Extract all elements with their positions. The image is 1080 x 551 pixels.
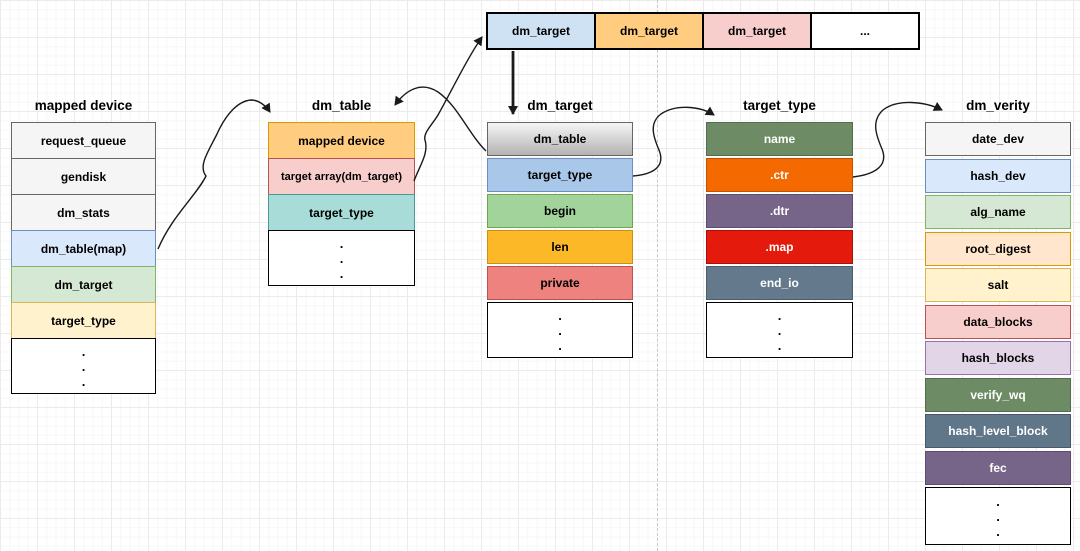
ellipsis-dot: . bbox=[778, 323, 782, 338]
arrow-dmtablemap-to-dmtable bbox=[158, 100, 270, 249]
ellipsis-dot: . bbox=[340, 266, 344, 281]
dm-target-array-row: dm_targetdm_targetdm_target... bbox=[486, 12, 920, 50]
ellipsis-box-dm-table: ... bbox=[268, 230, 415, 286]
field-row-mapped-device: mapped device bbox=[268, 122, 415, 159]
column-title-target-type: target_type bbox=[706, 94, 853, 116]
field-row-hash-dev: hash_dev bbox=[925, 159, 1071, 193]
field-row-dtr: .dtr bbox=[706, 194, 853, 228]
field-row-map: .map bbox=[706, 230, 853, 264]
ellipsis-dot: . bbox=[778, 338, 782, 353]
ellipsis-box-target-type: ... bbox=[706, 302, 853, 358]
field-row-data-blocks: data_blocks bbox=[925, 305, 1071, 339]
field-row-date-dev: date_dev bbox=[925, 122, 1071, 156]
struct-column-dm-target: dm_target dm_tabletarget_typebeginlenpriv… bbox=[487, 94, 633, 358]
arrow-targetarray-to-dmtarget-array bbox=[414, 37, 482, 181]
field-row-fec: fec bbox=[925, 451, 1071, 485]
field-row-target-type: target_type bbox=[487, 158, 633, 192]
ellipsis-dot: . bbox=[558, 308, 562, 323]
ellipsis-dot: . bbox=[82, 374, 86, 389]
struct-column-dm-verity: dm_verity date_devhash_devalg_nameroot_di… bbox=[925, 94, 1071, 545]
field-row-dm-table-map: dm_table(map) bbox=[11, 230, 156, 267]
column-title-dm-verity: dm_verity bbox=[925, 94, 1071, 116]
field-row-gendisk: gendisk bbox=[11, 158, 156, 195]
ellipsis-dot: . bbox=[996, 524, 1000, 539]
ellipsis-box-mapped-device: ... bbox=[11, 338, 156, 394]
field-row-begin: begin bbox=[487, 194, 633, 228]
struct-column-target-type: target_typename.ctr.dtr.mapend_io... bbox=[706, 94, 853, 358]
field-row-hash-blocks: hash_blocks bbox=[925, 341, 1071, 375]
ellipsis-dot: . bbox=[996, 509, 1000, 524]
ellipsis-dot: . bbox=[558, 323, 562, 338]
field-row-hash-level-block: hash_level_block bbox=[925, 414, 1071, 448]
array-cell-3: ... bbox=[810, 12, 920, 50]
struct-column-mapped-device: mapped device request_queuegendiskdm_stat… bbox=[11, 94, 156, 394]
ellipsis-dot: . bbox=[340, 251, 344, 266]
array-cell-2: dm_target bbox=[702, 12, 812, 50]
field-row-ctr: .ctr bbox=[706, 158, 853, 192]
ellipsis-dot: . bbox=[340, 236, 344, 251]
array-cell-1: dm_target bbox=[594, 12, 704, 50]
field-row-target-array-dm-target: target array(dm_target) bbox=[268, 158, 415, 195]
column-title-dm-table: dm_table bbox=[268, 94, 415, 116]
ellipsis-dot: . bbox=[996, 494, 1000, 509]
ellipsis-dot: . bbox=[778, 308, 782, 323]
page-boundary-dashed-line bbox=[657, 0, 658, 551]
field-row-dm-stats: dm_stats bbox=[11, 194, 156, 231]
arrow-dmtarget-targettype-to-targettype bbox=[633, 107, 714, 176]
field-row-end-io: end_io bbox=[706, 266, 853, 300]
field-row-target-type: target_type bbox=[268, 194, 415, 231]
ellipsis-dot: . bbox=[558, 338, 562, 353]
struct-column-dm-table: dm_tablemapped devicetarget array(dm_tar… bbox=[268, 94, 415, 286]
field-row-target-type: target_type bbox=[11, 302, 156, 339]
ellipsis-box-dm-target: ... bbox=[487, 302, 633, 358]
field-row-dm-target: dm_target bbox=[11, 266, 156, 303]
array-cell-0: dm_target bbox=[486, 12, 596, 50]
field-row-private: private bbox=[487, 266, 633, 300]
ellipsis-box-dm-verity: ... bbox=[925, 487, 1071, 545]
field-row-request-queue: request_queue bbox=[11, 122, 156, 159]
field-row-root-digest: root_digest bbox=[925, 232, 1071, 266]
field-row-dm-table: dm_table bbox=[487, 122, 633, 156]
field-row-verify-wq: verify_wq bbox=[925, 378, 1071, 412]
column-title-mapped-device: mapped device bbox=[11, 94, 156, 116]
ellipsis-dot: . bbox=[82, 359, 86, 374]
column-title-dm-target: dm_target bbox=[487, 94, 633, 116]
field-row-name: name bbox=[706, 122, 853, 156]
field-row-alg-name: alg_name bbox=[925, 195, 1071, 229]
field-row-salt: salt bbox=[925, 268, 1071, 302]
ellipsis-dot: . bbox=[82, 344, 86, 359]
field-row-len: len bbox=[487, 230, 633, 264]
